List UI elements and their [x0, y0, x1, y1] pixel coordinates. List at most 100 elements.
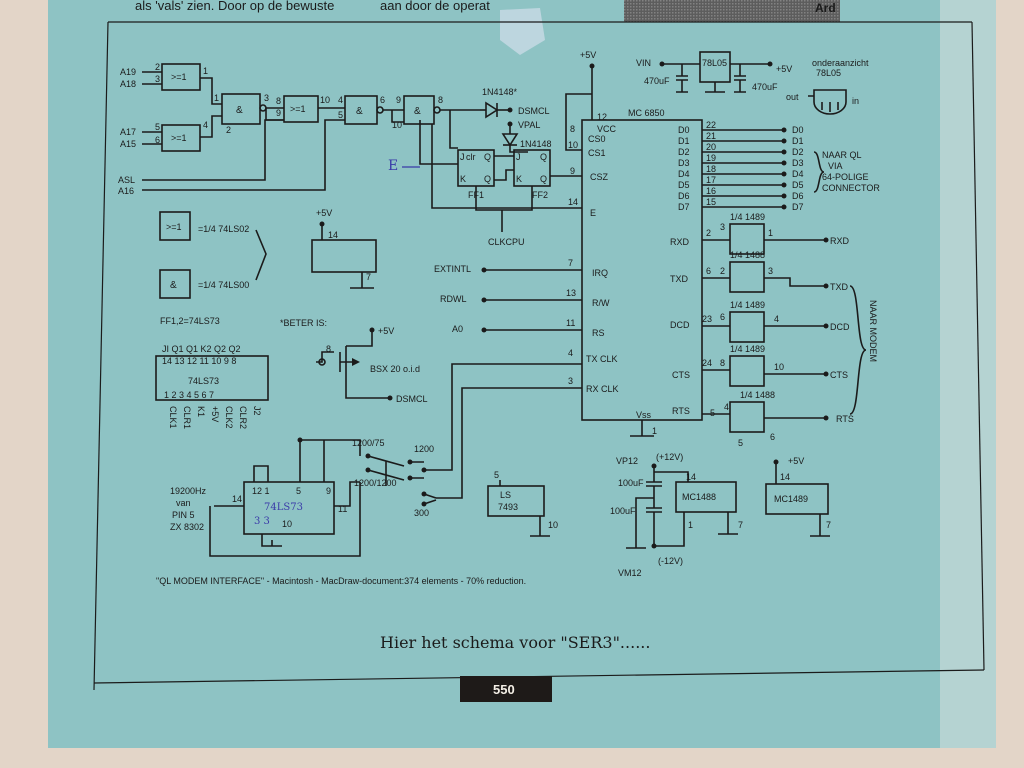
pin-label: 18 [706, 164, 716, 174]
databus-label-d5: D5 [792, 180, 804, 190]
pin-label: 1 [768, 228, 773, 238]
databus-label-d2: D2 [792, 147, 804, 157]
mc6850-pin-e: E [590, 208, 596, 218]
buffer-rxd [702, 223, 829, 255]
databus-note-2: VIA [828, 161, 843, 171]
pin-label: 10 [392, 120, 402, 130]
databus-label-d7: D7 [792, 202, 804, 212]
mc6850-pin-rs: RS [592, 328, 605, 338]
pin-label: 3 [568, 376, 573, 386]
pin-label: 11 [566, 318, 575, 328]
legend-pkg-pin-name: CLK1 [168, 406, 178, 429]
extintl-label: EXTINTL [434, 264, 471, 274]
divider-74ls73 [243, 481, 335, 535]
handwritten-ic: 74LS73 [264, 502, 303, 513]
handwritten-pins: 3 3 [254, 516, 270, 527]
mc1489-vcc: +5V [788, 456, 804, 466]
to92-package [813, 89, 847, 115]
transistor-vcc: +5V [378, 326, 394, 336]
pin-label: 13 [566, 288, 576, 298]
pin-label: 10 [282, 519, 292, 529]
databus-note-3: 64-POLIGE [822, 172, 869, 182]
mc1488-label: MC1488 [682, 492, 716, 502]
mc6850-pin-d5: D5 [678, 180, 690, 190]
pin-label: 6 [706, 266, 711, 276]
nor-gate-1 [161, 63, 201, 91]
mc6850-pin-rts: RTS [672, 406, 690, 416]
mc6850-pin-d7: D7 [678, 202, 690, 212]
pin-label: 10 [774, 362, 784, 372]
ff1-j: J [460, 152, 465, 162]
legend-pkg-pin-name: J2 [252, 406, 262, 416]
mc6850-pin-d1: D1 [678, 136, 690, 146]
pin-label: 4 [724, 402, 729, 412]
diode-1-label: 1N4148* [482, 87, 518, 97]
mc1488-vm12: VM12 [618, 568, 642, 578]
legend-pkg-top: JI Q1 Q1 K2 Q2 Q2 [162, 344, 241, 354]
legend-pkg-pin-name: CLR2 [238, 406, 248, 429]
pin-label: 3 [155, 74, 160, 84]
pin-label: 12 1 [252, 486, 270, 496]
databus-terminal [781, 193, 787, 199]
databus-label-d4: D4 [792, 169, 804, 179]
databus-note-1: NAAR QL [822, 150, 862, 160]
clock-source-3: PIN 5 [172, 510, 195, 520]
legend-ff-desc: FF1,2=74LS73 [160, 316, 220, 326]
header-text-mid: aan door de operat [380, 0, 490, 13]
and-gate-1-symbol: & [236, 105, 243, 116]
mc1488-cap-2: 100uF [610, 506, 636, 516]
regulator-view-ic: 78L05 [816, 68, 841, 78]
nor-gate-3-symbol: >=1 [290, 104, 306, 114]
legend-pkg-pin-name: K1 [196, 406, 206, 417]
ff2-qbar: Q [540, 174, 547, 184]
pin-label: 8 [276, 96, 281, 106]
mc1488-driver [675, 481, 737, 513]
buffer-rxd-label: 1/4 1489 [730, 212, 765, 222]
ls7493-label-2: 7493 [498, 502, 518, 512]
ls7493-counter [487, 485, 545, 517]
nor-gate-2 [161, 124, 201, 152]
pin-label: 19 [706, 153, 716, 163]
rate-selector-switch[interactable] [365, 453, 437, 507]
pin-label: 2 [155, 62, 160, 72]
nor-gate-1-symbol: >=1 [171, 72, 187, 82]
legend-pkg-pin-name: +5V [210, 406, 220, 422]
pin-label: 20 [706, 142, 716, 152]
pin-label: 10 [548, 520, 558, 530]
databus-terminal [781, 127, 787, 133]
legend-pkg-pin-name: CLR1 [182, 406, 192, 429]
buffer-dcd [702, 311, 829, 343]
switch-1200: 1200 [414, 444, 434, 454]
databus-terminal [781, 160, 787, 166]
buffer-rts [702, 401, 829, 433]
databus-note-4: CONNECTOR [822, 183, 880, 193]
clkcpu-label: CLKCPU [488, 237, 525, 247]
label-a18: A18 [120, 79, 136, 89]
pin-label: 10 [320, 95, 330, 105]
mc1488-cap-1: 100uF [618, 478, 644, 488]
transistor-pin: 8 [326, 344, 331, 354]
pin-label: 22 [706, 120, 716, 130]
clock-source-4: ZX 8302 [170, 522, 204, 532]
ff2-label: FF2 [532, 190, 548, 200]
pin-label: 3 [720, 222, 725, 232]
label-a19: A19 [120, 67, 136, 77]
pin-label: 4 [568, 348, 573, 358]
pin-label: 23 [702, 314, 712, 324]
vpal-label: VPAL [518, 120, 540, 130]
pin-label: 6 [155, 135, 160, 145]
databus-label-d3: D3 [792, 158, 804, 168]
mc6850-pin-cs1: CS1 [588, 148, 606, 158]
databus-label-d6: D6 [792, 191, 804, 201]
pin-label: 1 [214, 93, 219, 103]
naar-modem-label: NAAR MODEM [868, 300, 878, 362]
buffer-dcd-label: 1/4 1489 [730, 300, 765, 310]
ff1-k: K [460, 174, 466, 184]
and-gate-2-symbol: & [356, 106, 363, 117]
label-asl: ASL [118, 175, 135, 185]
mc6850-pin-vss: Vss [636, 410, 652, 420]
ff1-clr: clr [466, 152, 476, 162]
